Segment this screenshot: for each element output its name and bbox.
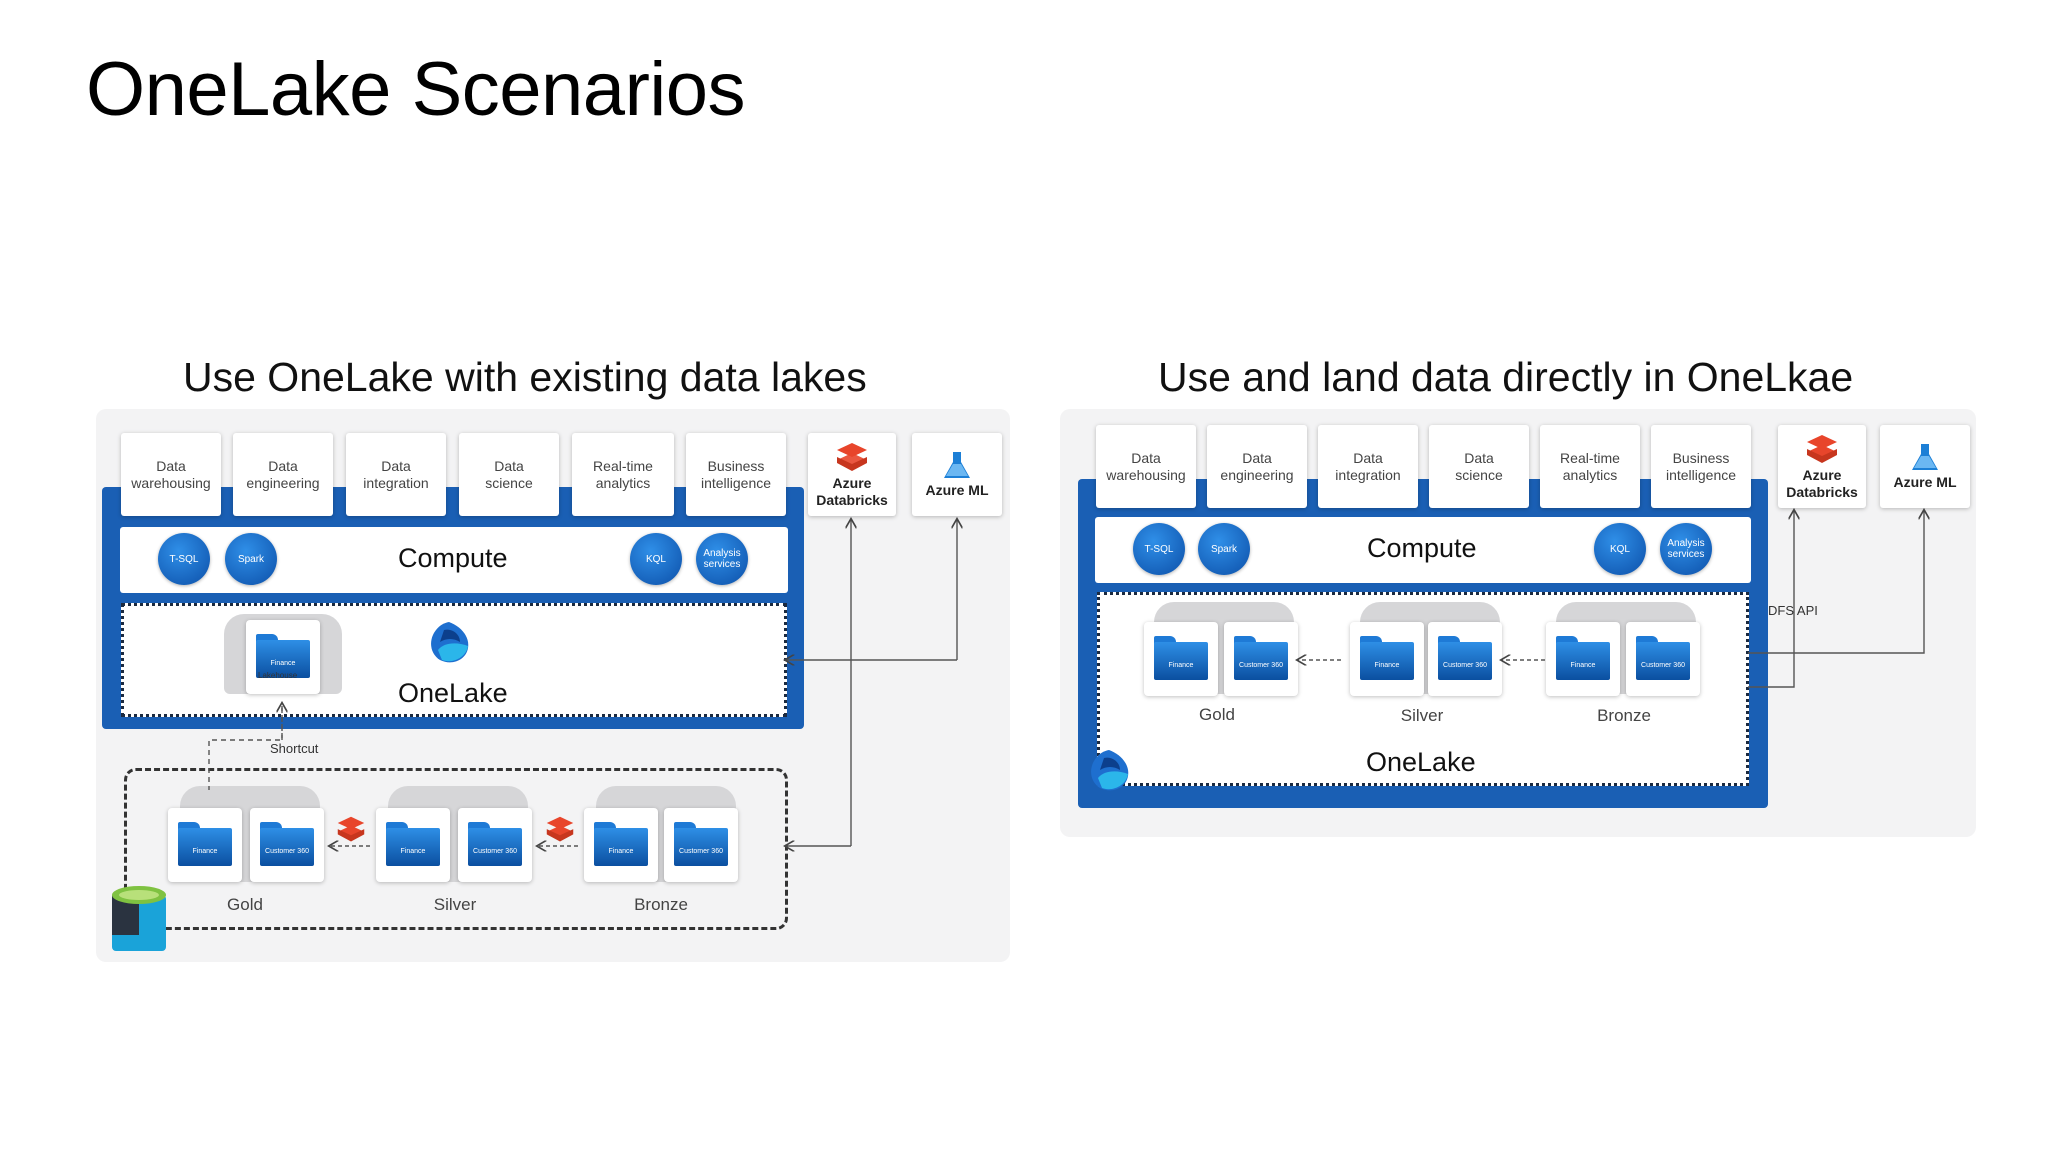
databricks-icon [546, 816, 574, 842]
lakehouse-label: Lakehouse [258, 671, 298, 680]
right-subtitle: Use and land data directly in OneLkae [1158, 354, 1854, 400]
databricks-label: Azure Databricks [816, 474, 888, 508]
dfs-api-label: DFS API [1768, 603, 1818, 618]
spark-engine-icon: Spark [225, 533, 277, 585]
bronze-label: Bronze [1597, 706, 1651, 725]
tsql-engine-icon: T-SQL [158, 533, 210, 585]
left-workload-card: Data integration [346, 433, 446, 516]
silver-finance-folder: Finance [1350, 622, 1424, 696]
azure-ml-label: Azure ML [925, 482, 989, 499]
tsql-engine-icon: T-SQL [1133, 523, 1185, 575]
silver-customer-folder: Customer 360 [458, 808, 532, 882]
spark-engine-icon: Spark [1198, 523, 1250, 575]
bronze-finance-folder: Finance [1546, 622, 1620, 696]
bronze-customer-folder: Customer 360 [1626, 622, 1700, 696]
silver-finance-folder: Finance [376, 808, 450, 882]
right-workload-card: Real-time analytics [1540, 425, 1640, 508]
analysis-services-icon: Analysis services [1660, 523, 1712, 575]
bronze-finance-folder: Finance [584, 808, 658, 882]
right-workload-card: Data warehousing [1096, 425, 1196, 508]
gold-label: Gold [227, 895, 263, 914]
databricks-icon [337, 816, 365, 842]
right-azure-ml-card: Azure ML [1880, 425, 1970, 508]
kql-engine-icon: KQL [1594, 523, 1646, 575]
gold-customer-folder: Customer 360 [1224, 622, 1298, 696]
right-databricks-card: Azure Databricks [1778, 425, 1866, 508]
gold-finance-folder: Finance [168, 808, 242, 882]
left-workload-card: Business intelligence [686, 433, 786, 516]
right-workload-card: Data integration [1318, 425, 1418, 508]
left-azure-ml-card: Azure ML [912, 433, 1002, 516]
data-lake-storage-icon [112, 886, 166, 951]
compute-label: Compute [1367, 533, 1477, 563]
shortcut-label: Shortcut [270, 741, 319, 756]
left-onelake-label: OneLake [398, 678, 508, 708]
kql-engine-icon: KQL [630, 533, 682, 585]
onelake-logo-icon [1091, 750, 1129, 791]
left-subtitle: Use OneLake with existing data lakes [183, 354, 867, 400]
databricks-icon [837, 442, 867, 471]
left-workload-card: Real-time analytics [572, 433, 674, 516]
left-workload-card: Data warehousing [121, 433, 221, 516]
left-workload-card: Data engineering [233, 433, 333, 516]
left-workload-card: Data science [459, 433, 559, 516]
onelake-logo-icon [431, 622, 469, 663]
analysis-services-icon: Analysis services [696, 533, 748, 585]
gold-finance-folder: Finance [1144, 622, 1218, 696]
gold-label: Gold [1199, 705, 1235, 724]
azure-ml-icon [1912, 444, 1938, 471]
compute-label: Compute [398, 543, 508, 573]
bronze-label: Bronze [634, 895, 688, 914]
databricks-icon [1807, 434, 1837, 463]
bronze-customer-folder: Customer 360 [664, 808, 738, 882]
azure-ml-label: Azure ML [1893, 474, 1957, 491]
lakehouse-folder: Finance [246, 620, 320, 694]
right-workload-card: Business intelligence [1651, 425, 1751, 508]
left-databricks-card: Azure Databricks [808, 433, 896, 516]
silver-customer-folder: Customer 360 [1428, 622, 1502, 696]
gold-customer-folder: Customer 360 [250, 808, 324, 882]
databricks-label: Azure Databricks [1786, 466, 1858, 500]
silver-label: Silver [433, 895, 477, 914]
right-workload-card: Data engineering [1207, 425, 1307, 508]
azure-ml-icon [944, 452, 970, 479]
right-onelake-label: OneLake [1366, 747, 1476, 777]
slide-title: OneLake Scenarios [86, 47, 746, 132]
right-workload-card: Data science [1429, 425, 1529, 508]
silver-label: Silver [1400, 706, 1444, 725]
